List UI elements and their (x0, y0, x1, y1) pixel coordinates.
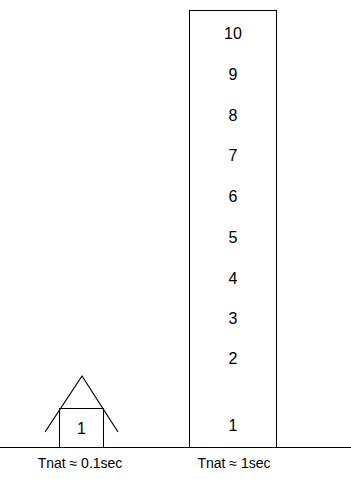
floor-number: 4 (229, 271, 238, 287)
floor-number: 10 (224, 26, 242, 42)
floor-number: 7 (229, 148, 238, 164)
period-label: Tnat ≈ 1sec (197, 456, 270, 470)
floor-number: 9 (229, 67, 238, 83)
floor-number: 8 (229, 108, 238, 124)
floor-number: 6 (229, 189, 238, 205)
floor-number: 1 (77, 421, 86, 437)
floor-number: 2 (229, 351, 238, 367)
period-label: Tnat ≈ 0.1sec (38, 456, 123, 470)
floor-number: 1 (229, 418, 238, 434)
house-box: 1 (59, 408, 104, 448)
ground-line (0, 447, 351, 448)
tower-box: 10 9 8 7 6 5 4 3 2 1 (189, 10, 277, 448)
floor-number: 5 (229, 230, 238, 246)
floor-number: 3 (229, 311, 238, 327)
